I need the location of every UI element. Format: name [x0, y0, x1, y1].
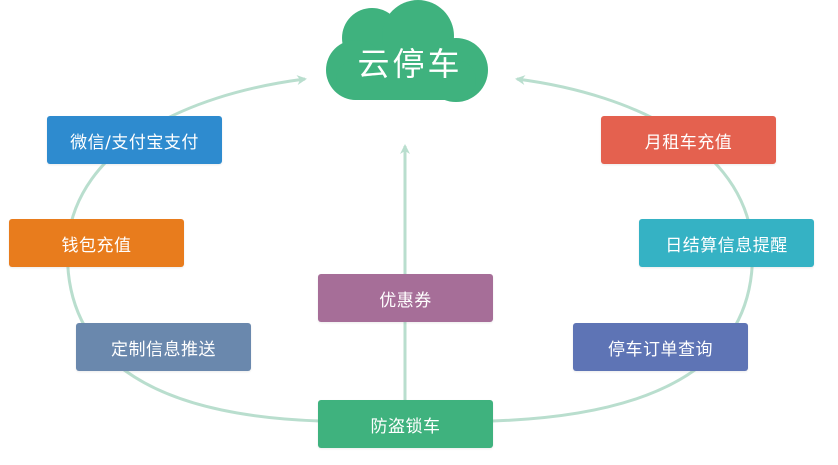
node-coupon: 优惠券: [318, 274, 493, 322]
cloud-icon: [326, 0, 488, 102]
node-anti-theft: 防盗锁车: [318, 400, 493, 448]
node-daily-reminder: 日结算信息提醒: [639, 219, 814, 267]
node-wallet-topup: 钱包充值: [9, 219, 184, 267]
node-monthly-topup: 月租车充值: [601, 116, 776, 164]
node-wechat-alipay: 微信/支付宝支付: [47, 116, 222, 164]
node-order-query: 停车订单查询: [573, 323, 748, 371]
node-custom-push: 定制信息推送: [76, 323, 251, 371]
cloud-title: 云停车: [357, 45, 463, 83]
